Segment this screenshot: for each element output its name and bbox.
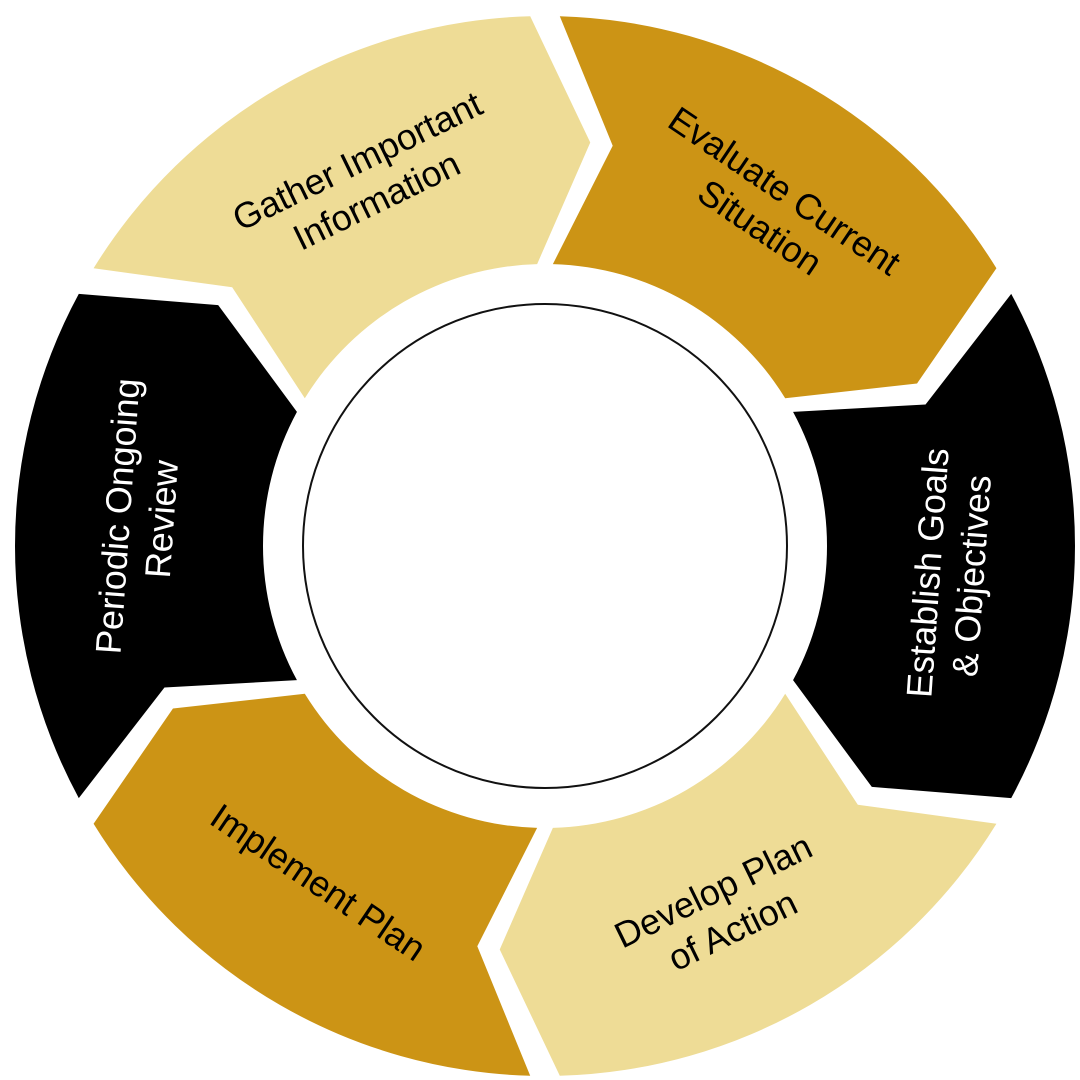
center-circle (302, 303, 788, 789)
cycle-segment-4 (499, 693, 997, 1076)
cycle-segment-6 (15, 293, 297, 799)
cycle-step-label-line: Review (137, 458, 186, 580)
cycle-segment-5 (93, 693, 538, 1076)
cycle-segment-1 (93, 16, 591, 399)
cycle-segment-3 (793, 293, 1075, 799)
cycle-segment-2 (552, 16, 997, 399)
